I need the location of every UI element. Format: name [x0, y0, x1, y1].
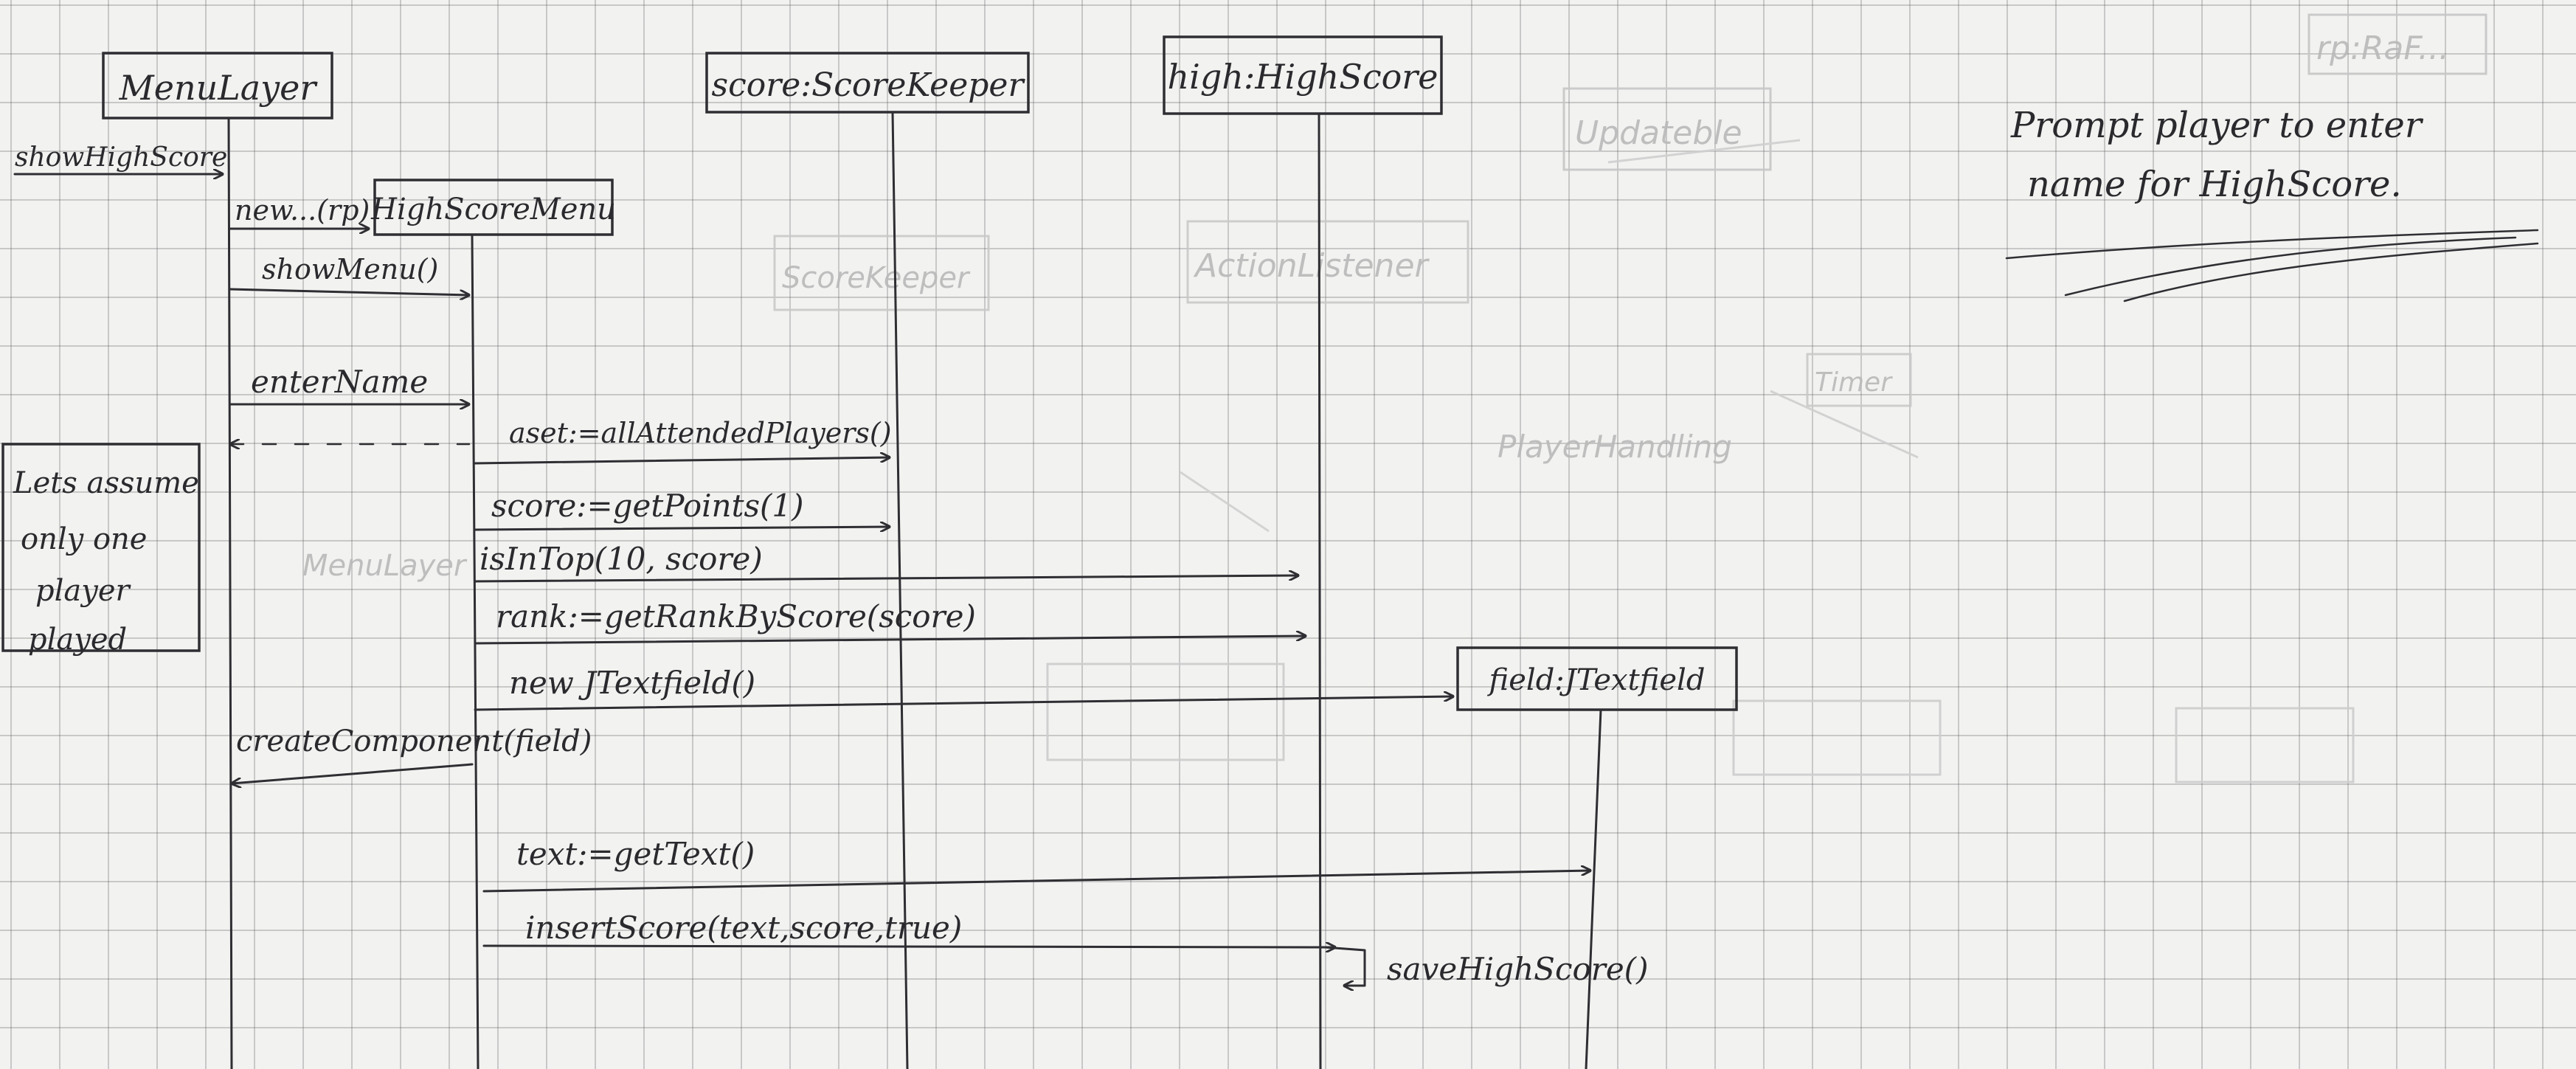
- lifeline-header-score-keeper: score:ScoreKeeper: [705, 52, 1030, 114]
- lifeline-high-score: [1318, 112, 1322, 1069]
- faint-label-menulayer: MenuLayer: [302, 549, 468, 583]
- note-line-1: Lets assume: [13, 466, 199, 500]
- faint-label-raf: rp:RaF...: [2316, 30, 2449, 67]
- lifeline-high-score-menu: [471, 233, 479, 1069]
- message-get-rank-by-score: rank:=getRankByScore(score): [474, 598, 1307, 645]
- score-keeper-label: score:ScoreKeeper: [712, 66, 1026, 104]
- message-show-high-score: showHighScore: [13, 142, 227, 174]
- lifeline-header-high-score-menu: HighScoreMenu: [370, 179, 616, 236]
- note-line-4: played: [28, 623, 127, 657]
- menu-layer-label: MenuLayer: [119, 68, 319, 108]
- faint-label-timer: Timer: [1815, 367, 1893, 398]
- message-label: isInTop(10, score): [479, 541, 763, 577]
- message-save-high-score: saveHighScore(): [1323, 946, 1648, 987]
- lifeline-score-keeper: [891, 111, 909, 1069]
- message-insert-score: insertScore(text,score,true): [482, 910, 1337, 947]
- high-score-menu-label: HighScoreMenu: [370, 193, 616, 226]
- message-label: enterName: [251, 364, 428, 400]
- faint-label-actionlistener: ActionListener: [1193, 247, 1430, 285]
- note-line-3: player: [35, 574, 132, 608]
- message-new-rp: new...(rp): [229, 194, 370, 229]
- lifeline-header-menu-layer: MenuLayer: [102, 52, 333, 120]
- message-label: saveHighScore(): [1387, 951, 1648, 987]
- prompt-line-1: Prompt player to enter: [2010, 105, 2424, 146]
- message-label: new JTextfield(): [509, 665, 755, 701]
- faint-label-scorekeeper: ScoreKeeper: [782, 261, 971, 295]
- message-label: showMenu(): [262, 253, 438, 286]
- faint-label-updateble: Updateble: [1575, 114, 1742, 152]
- message-label: score:=getPoints(1): [491, 488, 804, 524]
- lifeline-header-high-score: high:HighScore: [1163, 35, 1443, 115]
- faint-background-sketches: rp:RaF... Updateble ScoreKeeper ActionLi…: [302, 13, 2487, 783]
- message-new-text-field: new JTextfield(): [474, 665, 1455, 711]
- high-score-label: high:HighScore: [1168, 57, 1438, 97]
- message-is-in-top: isInTop(10, score): [474, 541, 1300, 583]
- message-label: aset:=allAttendedPlayers(): [509, 417, 892, 449]
- message-label: showHighScore: [15, 142, 227, 173]
- prompt-note: Prompt player to enter name for HighScor…: [2005, 105, 2539, 302]
- message-label: createComponent(field): [236, 724, 592, 758]
- message-show-menu: showMenu(): [229, 253, 471, 295]
- prompt-line-2: name for HighScore.: [2027, 164, 2402, 205]
- message-all-attended-players: aset:=allAttendedPlayers(): [474, 417, 892, 465]
- note-line-2: only one: [21, 522, 147, 556]
- text-field-label: field:JTextfield: [1487, 663, 1706, 697]
- faint-label-playerhandling: PlayerHandling: [1498, 429, 1732, 465]
- message-label: new...(rp): [235, 194, 370, 226]
- lifeline-menu-layer: [227, 117, 233, 1069]
- message-enter-name: enterName: [229, 364, 471, 444]
- message-label: text:=getText(): [516, 836, 755, 872]
- lifeline-text-field: [1585, 708, 1602, 1069]
- message-create-component: createComponent(field): [232, 724, 592, 783]
- message-label: insertScore(text,score,true): [525, 910, 962, 946]
- message-get-points: score:=getPoints(1): [474, 488, 891, 530]
- lifeline-header-text-field: field:JTextfield: [1456, 646, 1738, 711]
- message-label: rank:=getRankByScore(score): [496, 598, 976, 634]
- self-call-arrow: [1323, 946, 1366, 986]
- message-get-text: text:=getText(): [482, 836, 1592, 893]
- lifelines: [227, 111, 1602, 1069]
- assumption-note: Lets assume only one player played: [1, 443, 201, 657]
